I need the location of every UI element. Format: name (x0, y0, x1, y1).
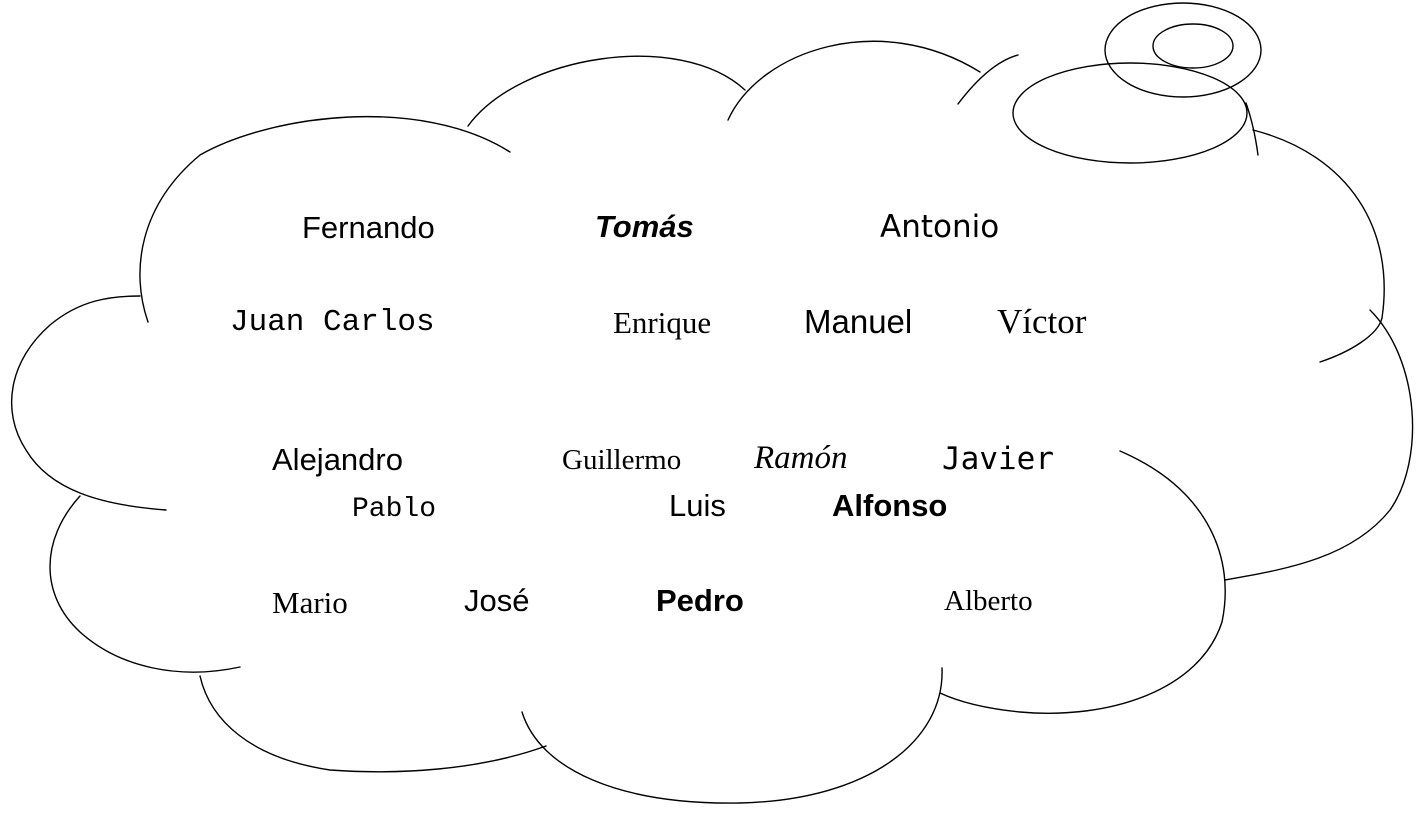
cloud-outline (139, 115, 511, 323)
name-guillermo: Guillermo (562, 444, 682, 476)
cloud-outline (1245, 102, 1259, 156)
cloud-outline (49, 495, 241, 673)
name-pablo: Pablo (352, 494, 437, 525)
curl-inner-ellipse (1152, 23, 1234, 69)
name-alejandro: Alejandro (272, 442, 403, 477)
cloud-outline (521, 667, 943, 804)
name-alfonso: Alfonso (832, 488, 948, 523)
name-jose: José (464, 583, 530, 618)
cloud-outline (1224, 309, 1414, 581)
name-fernando: Fernando (302, 210, 435, 245)
name-luis: Luis (669, 488, 726, 523)
name-javier: Javier (942, 441, 1054, 477)
cloud-outline (957, 54, 1019, 105)
name-manuel: Manuel (804, 303, 913, 340)
cloud-outline (727, 40, 981, 121)
curl-middle-ellipse (1104, 2, 1262, 98)
name-antonio: Antonio (880, 209, 1000, 245)
name-victor: Víctor (997, 302, 1087, 341)
cloud-outline (10, 295, 167, 511)
cloud-outline (467, 55, 746, 127)
name-pedro: Pedro (656, 583, 744, 618)
curl-outer-ellipse (1012, 62, 1248, 164)
name-tomas: Tomás (595, 209, 694, 244)
name-enrique: Enrique (613, 305, 712, 340)
cloud-outline (1252, 129, 1385, 363)
cloud-outline (939, 450, 1226, 714)
name-ramon: Ramón (754, 440, 848, 476)
cloud-outline (199, 675, 547, 773)
name-mario: Mario (272, 585, 348, 620)
name-juan-carlos: Juan Carlos (230, 305, 435, 340)
name-alberto: Alberto (944, 585, 1033, 617)
